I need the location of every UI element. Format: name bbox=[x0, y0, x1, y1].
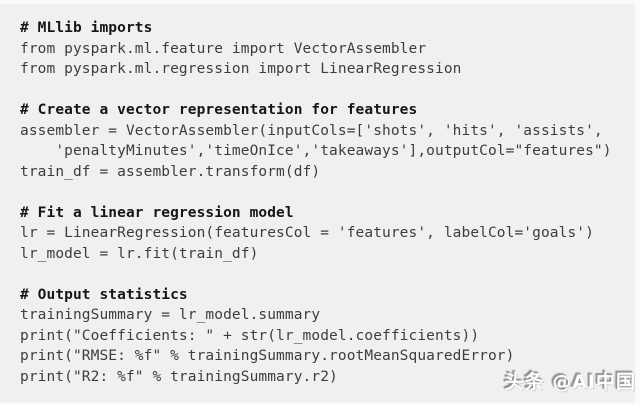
code-line: print("R2: %f" % trainingSummary.r2) bbox=[20, 368, 338, 385]
watermark: 头条 @AI中国 bbox=[504, 371, 636, 393]
code-blank-line bbox=[20, 264, 635, 285]
code-block: # MLlib imports from pyspark.ml.feature … bbox=[0, 4, 635, 403]
code-blank-line bbox=[20, 80, 635, 101]
code-line: 'penaltyMinutes','timeOnIce','takeaways'… bbox=[20, 143, 612, 159]
code-line: from pyspark.ml.feature import VectorAss… bbox=[20, 40, 427, 57]
code-line: trainingSummary = lr_model.summary bbox=[20, 307, 321, 323]
code-line: lr = LinearRegression(featuresCol = 'fea… bbox=[20, 225, 594, 241]
code-blank-line bbox=[20, 182, 635, 203]
code-line: from pyspark.ml.regression import Linear… bbox=[20, 61, 462, 77]
code-comment: # Create a vector representation for fea… bbox=[20, 102, 418, 118]
code-comment: # MLlib imports bbox=[20, 20, 153, 36]
code-line: lr_model = lr.fit(train_df) bbox=[20, 245, 259, 262]
code-comment: # Output statistics bbox=[20, 286, 188, 303]
code-line: print("Coefficients: " + str(lr_model.co… bbox=[20, 327, 480, 344]
code-line: print("RMSE: %f" % trainingSummary.rootM… bbox=[20, 348, 515, 364]
code-comment: # Fit a linear regression model bbox=[20, 204, 294, 221]
code-line: assembler = VectorAssembler(inputCols=['… bbox=[20, 122, 603, 139]
code-line: train_df = assembler.transform(df) bbox=[20, 163, 321, 180]
